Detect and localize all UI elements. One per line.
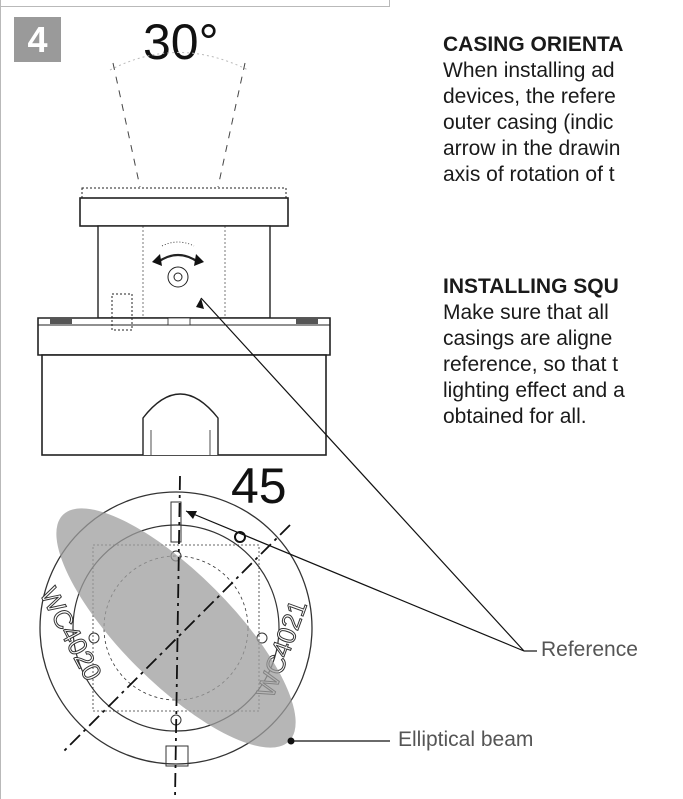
beam-spread-lines: [112, 62, 246, 188]
section2-body: Make sure that all casings are aligne re…: [443, 300, 683, 430]
section-casing-orientation: CASING ORIENTA When installing ad device…: [443, 32, 683, 188]
reference-label: Reference: [541, 638, 638, 661]
section1-line: outer casing (indic: [443, 111, 614, 134]
elliptical-beam-shape: [56, 508, 296, 748]
elliptical-beam-pointer-dot: [287, 737, 295, 745]
section1-line: devices, the refere: [443, 85, 616, 108]
angle-30-label: 30°: [143, 14, 219, 70]
section1-line: arrow in the drawin: [443, 137, 621, 160]
side-view-fixture: [37, 187, 331, 456]
section2-line: casings are aligne: [443, 327, 613, 350]
section1-line: axis of rotation of t: [443, 163, 615, 186]
section1-heading: CASING ORIENTA: [443, 33, 624, 56]
elliptical-beam-label: Elliptical beam: [398, 728, 534, 751]
angle-45-label: 45: [231, 458, 287, 514]
section1-line: When installing ad: [443, 59, 615, 82]
section1-body: When installing ad devices, the refere o…: [443, 58, 683, 188]
section2-line: lighting effect and a: [443, 379, 625, 402]
panel-frame-left: [0, 0, 1, 799]
section2-heading: INSTALLING SQU: [443, 275, 619, 298]
reference-pointer-lines: [185, 297, 537, 652]
reference-arrow-head-top: [186, 511, 197, 519]
angle-arc-top: [109, 52, 249, 71]
section2-line: obtained for all.: [443, 405, 587, 428]
panel-frame-top: [0, 0, 390, 7]
step-number-badge: 4: [14, 17, 61, 62]
section2-line: reference, so that t: [443, 353, 619, 376]
reference-arrow-head-side: [196, 298, 204, 309]
section-installing-squares: INSTALLING SQU Make sure that all casing…: [443, 274, 683, 430]
section2-line: Make sure that all: [443, 301, 609, 324]
